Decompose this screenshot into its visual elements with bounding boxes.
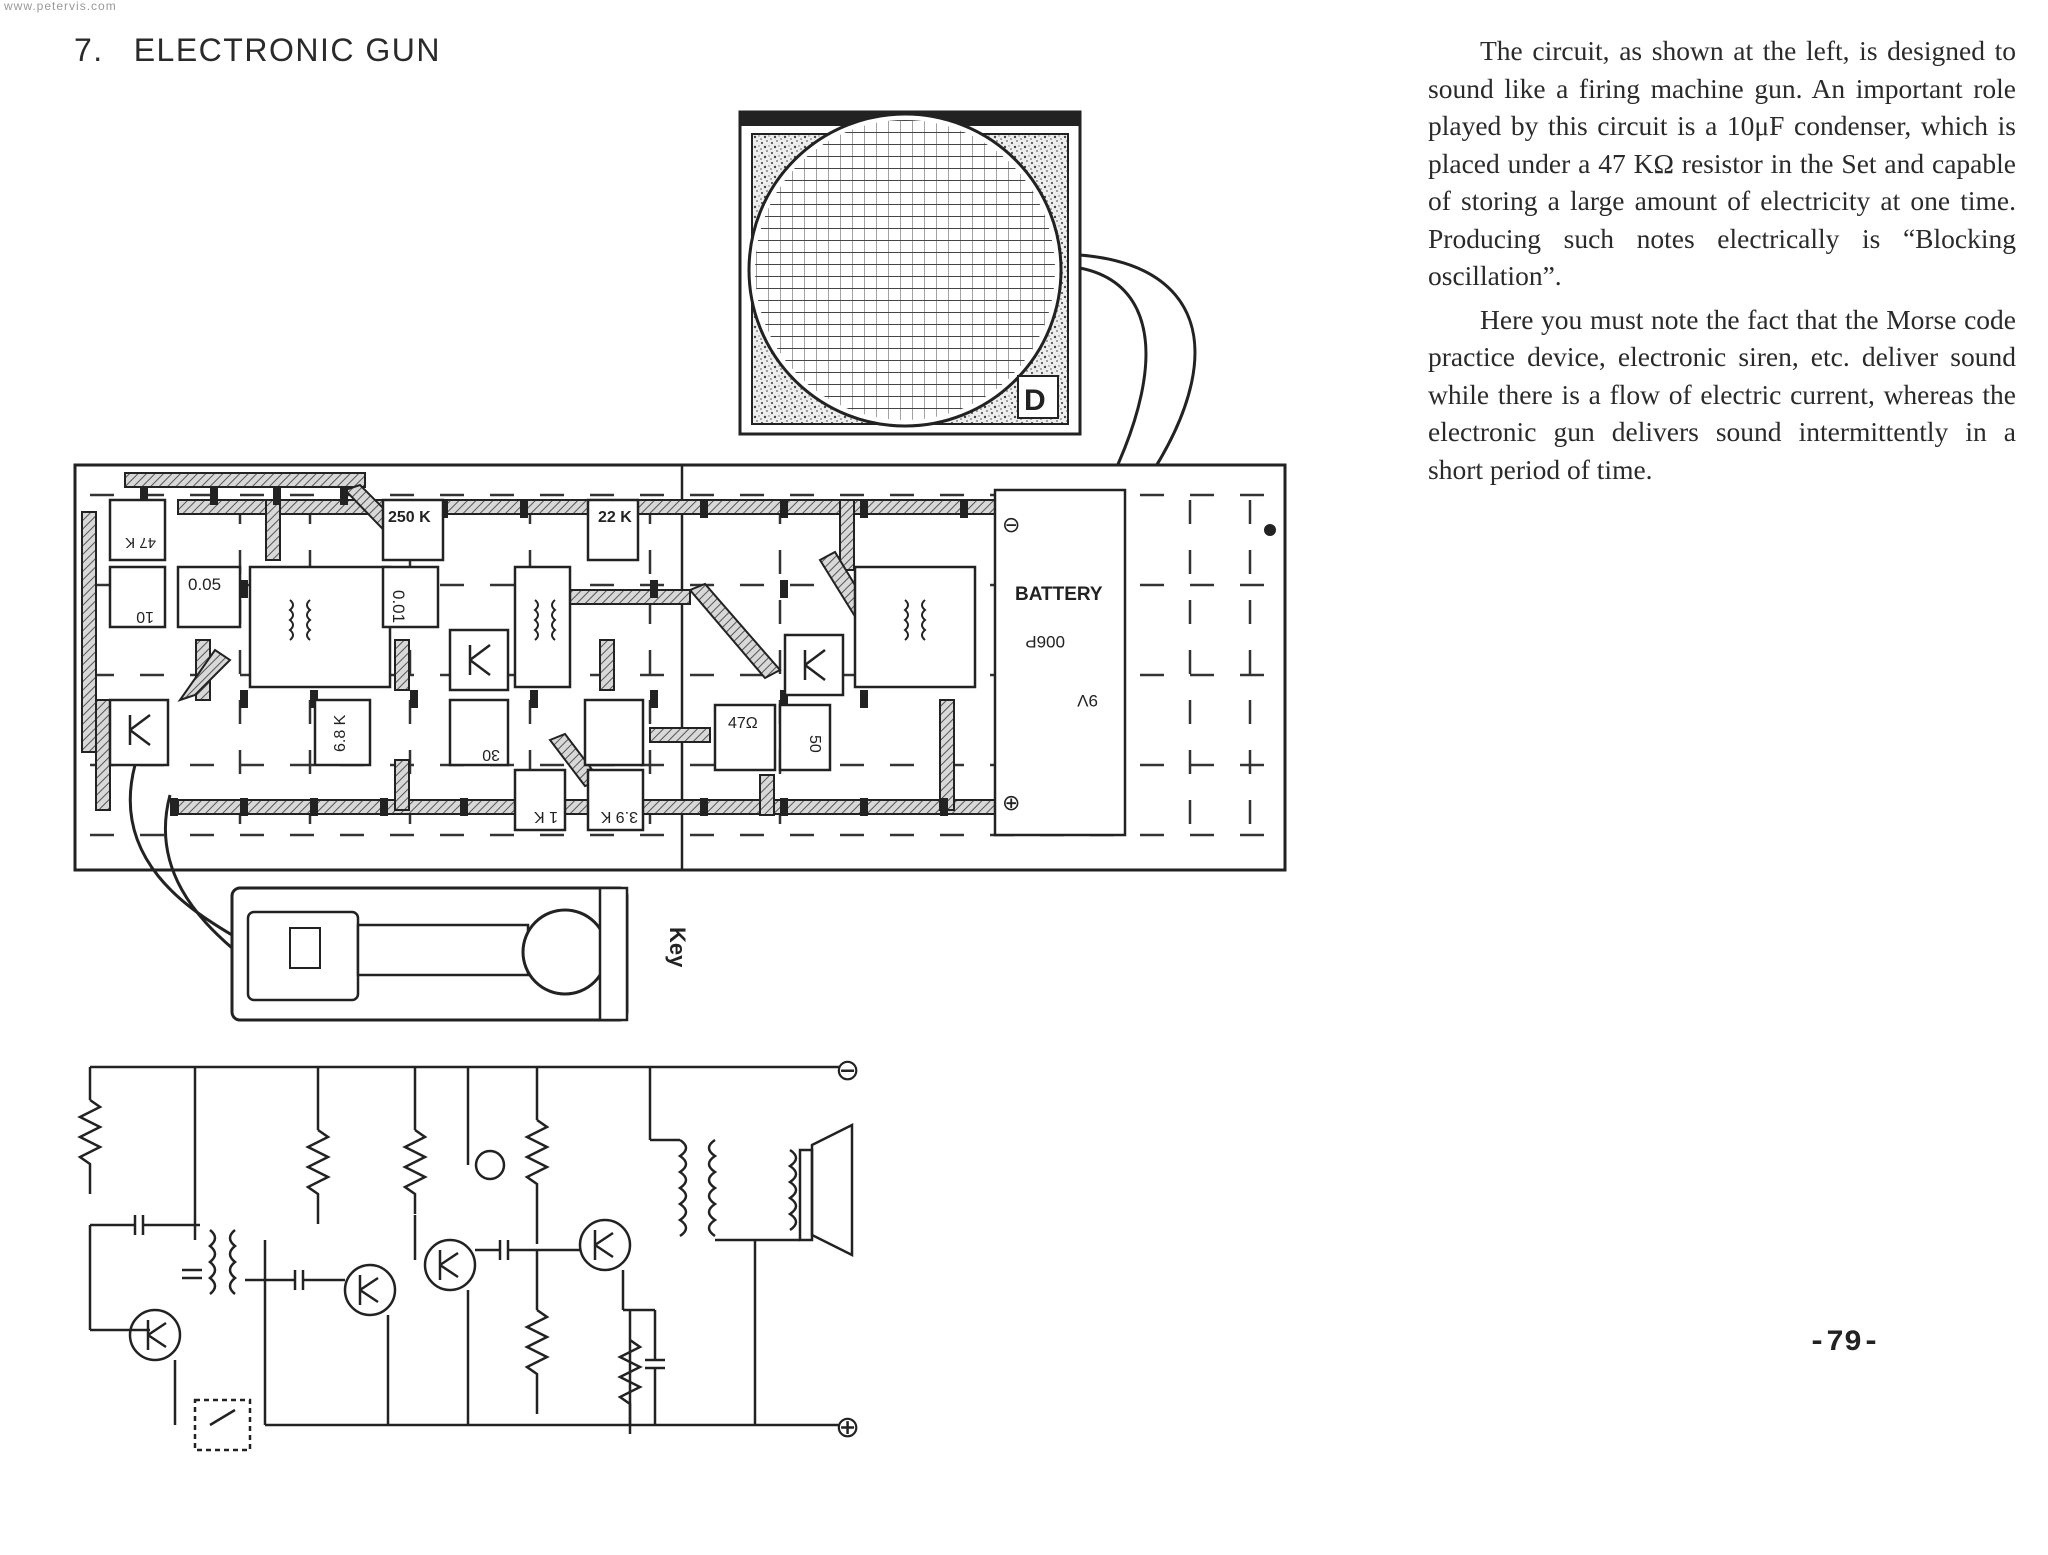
label-r47: 47Ω <box>728 715 758 732</box>
module-transformer-1 <box>248 565 392 689</box>
module-transformer-2 <box>513 565 572 689</box>
page-number: -79- <box>1808 1326 1881 1360</box>
label-c10: 10 <box>136 608 154 625</box>
module-transistor-3 <box>783 633 845 697</box>
module-transistor-1 <box>448 628 510 692</box>
module-c50 <box>778 703 832 772</box>
label-c001: 0.01 <box>389 590 408 623</box>
schematic-plus: ⊕ <box>835 1411 860 1444</box>
telegraph-key: Key <box>230 886 690 1022</box>
label-c005: 0.05 <box>188 575 221 594</box>
battery-module <box>993 488 1127 837</box>
schematic-diagram <box>77 1065 854 1452</box>
key-label: Key <box>665 927 690 968</box>
battery-label: BATTERY <box>1015 584 1103 605</box>
module-c10 <box>108 565 167 629</box>
module-c30 <box>448 698 510 767</box>
section-title: ELECTRONIC GUN <box>133 32 441 68</box>
label-r47k: 47 K <box>125 534 156 551</box>
label-c30: 30 <box>482 746 500 763</box>
schematic-minus: ⊖ <box>835 1054 860 1087</box>
body-text: The circuit, as shown at the left, is de… <box>1428 32 2016 494</box>
label-r39k: 3.9 K <box>600 808 638 825</box>
module-transformer-3 <box>853 565 977 689</box>
section-number: 7. <box>74 32 104 68</box>
label-r22k: 22 K <box>598 509 632 526</box>
section-heading: 7. ELECTRONIC GUN <box>74 32 441 69</box>
label-r1k: 1 K <box>534 808 558 825</box>
label-c50: 50 <box>806 735 823 753</box>
watermark: www.petervis.com <box>4 0 117 13</box>
battery-voltage: 9V <box>1077 691 1098 710</box>
battery-plus: ⊕ <box>1002 790 1020 815</box>
module-r68k <box>313 698 372 767</box>
label-r250k: 250 K <box>388 509 431 526</box>
module-c-right <box>583 698 645 767</box>
label-r68k: 6.8 K <box>332 714 349 752</box>
module-r47 <box>713 703 777 772</box>
module-r1k <box>513 768 567 832</box>
paragraph-1: The circuit, as shown at the left, is de… <box>1428 35 2016 291</box>
paragraph-2: Here you must note the fact that the Mor… <box>1428 303 2016 485</box>
speaker-logo <box>1017 375 1059 419</box>
key-lead-2 <box>163 794 233 950</box>
module-c001 <box>381 565 440 629</box>
module-transistor-2 <box>108 698 170 767</box>
module-r250k <box>381 498 445 562</box>
module-r22k <box>586 498 640 562</box>
module-r47k <box>108 498 167 562</box>
battery-type: 006P <box>1025 632 1065 651</box>
module-r39k <box>586 768 645 832</box>
key-lead-1 <box>128 764 233 937</box>
svg-text:D: D <box>1024 384 1046 417</box>
speaker: D <box>738 110 1082 436</box>
breadboard: 47 K 10 0.05 250 K 0.01 22 K 6.8 K 30 1 … <box>73 463 1287 872</box>
battery-minus: ⊖ <box>1002 512 1020 537</box>
module-c005 <box>176 565 242 629</box>
